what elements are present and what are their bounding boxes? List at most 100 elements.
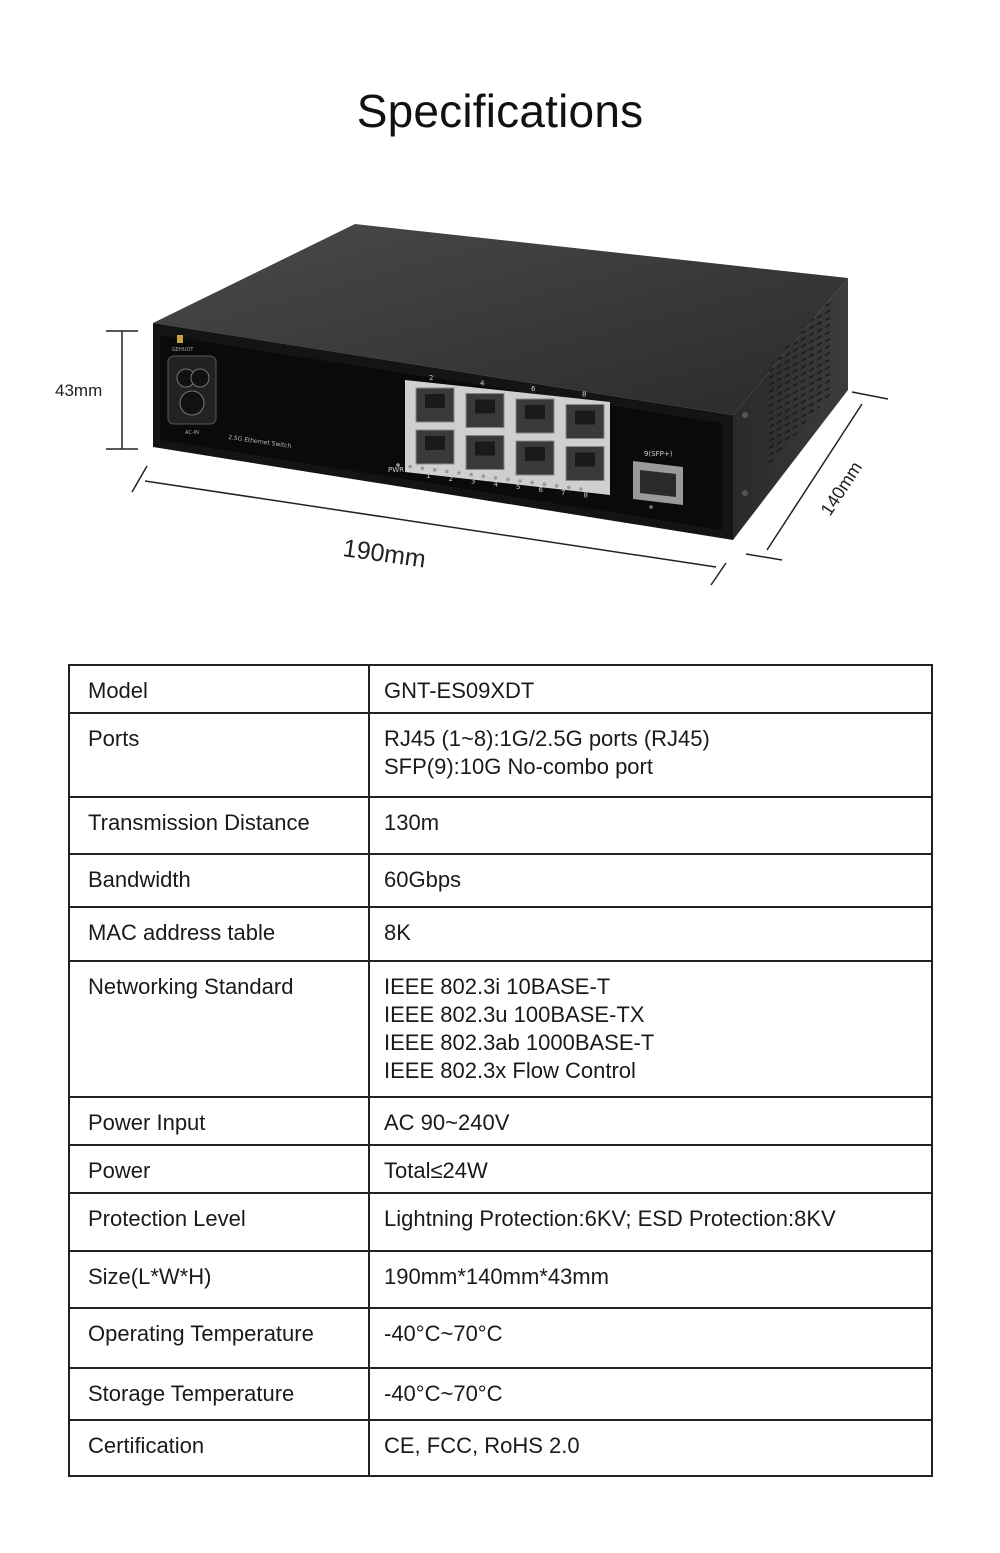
port-number: 7 (561, 489, 565, 497)
spec-label: Power Input (68, 1096, 370, 1146)
status-led-icon (506, 477, 510, 482)
rj45-port-block (405, 380, 610, 495)
spec-value: 60Gbps (368, 853, 933, 908)
spec-label: Bandwidth (68, 853, 370, 908)
rj45-ports (415, 387, 605, 481)
spec-row: Protection Level Lightning Protection:6KV… (68, 1192, 933, 1252)
dimension-lines (106, 330, 889, 586)
spec-value: 190mm*140mm*43mm (368, 1250, 933, 1309)
spec-value-line: IEEE 802.3i 10BASE-T (384, 974, 611, 999)
rj45-port-icon (515, 398, 555, 434)
spec-value: AC 90~240V (368, 1096, 933, 1146)
spec-value: 8K (368, 906, 933, 962)
status-led-icon (445, 469, 449, 474)
spec-label: Networking Standard (68, 960, 370, 1098)
status-led-icon (542, 482, 547, 487)
status-led-icon (420, 466, 425, 471)
status-led-icon (469, 472, 474, 477)
port-number: 1 (426, 472, 430, 480)
spec-row: Storage Temperature -40°C~70°C (68, 1367, 933, 1421)
dim-length-label: 190mm (341, 534, 427, 573)
status-led-icon (493, 476, 498, 480)
bottom-port-numbers: 1 2 3 4 5 6 7 8 (426, 472, 588, 500)
port-number: 2 (449, 475, 453, 483)
status-led-icon (567, 485, 571, 490)
spec-value-line: CE, FCC, RoHS 2.0 (384, 1433, 580, 1458)
status-leds (396, 463, 583, 491)
dim-width-label: 140mm (817, 458, 866, 519)
spec-value-line: -40°C~70°C (384, 1321, 503, 1346)
rj45-port-icon (565, 446, 605, 481)
spec-value-line: 190mm*140mm*43mm (384, 1264, 609, 1289)
spec-label: Transmission Distance (68, 796, 370, 855)
spec-value: GNT-ES09XDT (368, 664, 933, 714)
spec-value-line: Lightning Protection:6KV; ESD Protection… (384, 1206, 836, 1231)
port-number: 6 (539, 486, 544, 494)
port-number: 6 (531, 385, 536, 393)
spec-label: Storage Temperature (68, 1367, 370, 1421)
spec-label: Size(L*W*H) (68, 1250, 370, 1309)
spec-value: Total≤24W (368, 1144, 933, 1194)
spec-label: Ports (68, 712, 370, 798)
spec-row: Certification CE, FCC, RoHS 2.0 (68, 1419, 933, 1477)
status-led-icon (457, 471, 461, 475)
spec-label: Certification (68, 1419, 370, 1477)
port-number: 4 (480, 380, 485, 388)
rj45-port-icon (465, 435, 505, 470)
spec-value-line: -40°C~70°C (384, 1381, 503, 1406)
spec-value-line: 130m (384, 810, 440, 835)
status-led-icon (579, 487, 583, 491)
rj45-port-icon (465, 393, 505, 428)
brand-label: GEHUOT (172, 347, 194, 353)
spec-value-line: IEEE 802.3u 100BASE-TX (384, 1002, 645, 1027)
spec-value-line: AC 90~240V (384, 1110, 510, 1135)
spec-value: RJ45 (1~8):1G/2.5G ports (RJ45)SFP(9):10… (368, 712, 933, 798)
spec-label: Operating Temperature (68, 1307, 370, 1369)
rj45-port-icon (415, 387, 455, 423)
port-number: 2 (429, 374, 433, 382)
spec-value-line: 60Gbps (384, 867, 462, 892)
power-label: AC-IN (185, 430, 199, 436)
port-number: 8 (582, 391, 586, 399)
pwr-label: PWR (388, 466, 404, 474)
spec-row: Transmission Distance 130m (68, 796, 933, 855)
dim-height-label: 43mm (55, 381, 102, 400)
spec-label: Protection Level (68, 1192, 370, 1252)
rj45-port-icon (415, 429, 455, 465)
sfp-port (633, 461, 683, 509)
brand-logo-icon (177, 335, 183, 343)
side-vents (765, 300, 830, 470)
status-led-icon (396, 463, 400, 467)
port-number: 8 (584, 492, 588, 500)
spec-value-line: RJ45 (1~8):1G/2.5G ports (RJ45) (384, 726, 710, 751)
spec-label: MAC address table (68, 906, 370, 962)
spec-value: IEEE 802.3i 10BASE-T IEEE 802.3u 100BASE-… (368, 960, 933, 1098)
spec-value: -40°C~70°C (368, 1307, 933, 1369)
spec-value-line: IEEE 802.3ab 1000BASE-T (384, 1030, 655, 1055)
spec-row: Power Input AC 90~240V (68, 1096, 933, 1146)
port-number: 4 (494, 480, 499, 488)
port-number: 3 (471, 478, 475, 486)
spec-row: Bandwidth 60Gbps (68, 853, 933, 908)
top-port-numbers: 2 4 6 8 (429, 374, 586, 399)
rj45-port-icon (565, 404, 605, 439)
status-led-icon (408, 464, 413, 469)
spec-value-line: IEEE 802.3x Flow Control (384, 1058, 636, 1083)
port-number: 5 (516, 483, 520, 491)
status-led-icon (481, 474, 486, 479)
spec-value: 130m (368, 796, 933, 855)
spec-value-line: Total≤24W (384, 1158, 488, 1183)
switch-top-face (153, 224, 848, 415)
spec-value: Lightning Protection:6KV; ESD Protection… (368, 1192, 933, 1252)
status-led-icon (530, 480, 534, 485)
power-inlet (167, 355, 217, 425)
